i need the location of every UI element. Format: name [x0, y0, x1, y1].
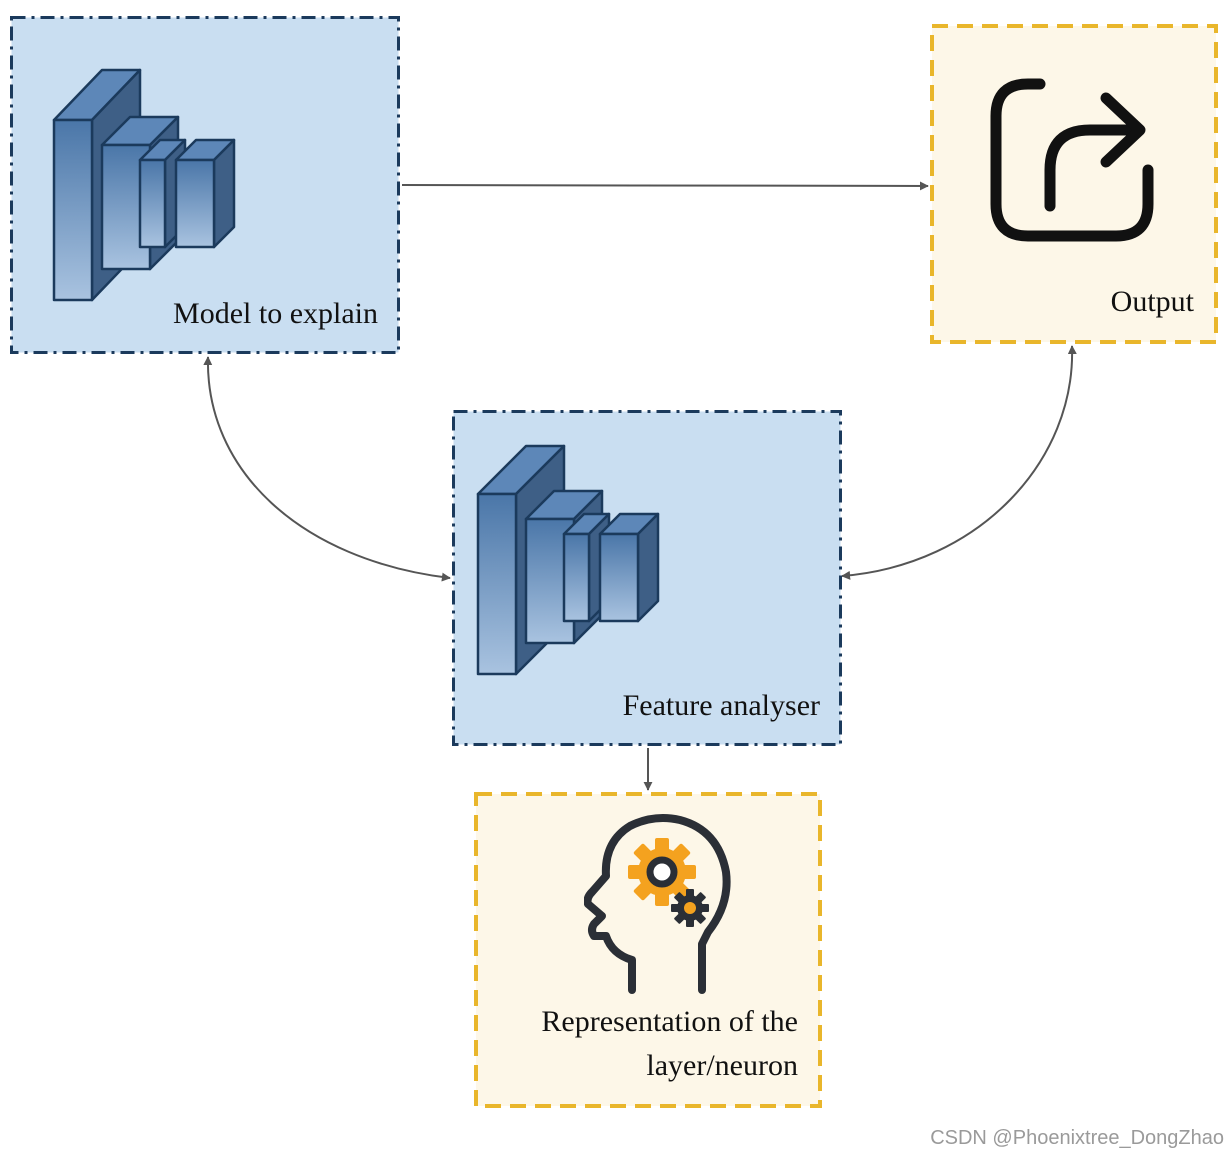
head-gears-icon	[584, 814, 731, 994]
output-label: Output	[1110, 285, 1194, 318]
model-node: Model to explain	[10, 16, 400, 354]
edge-output-analyser	[841, 345, 1077, 580]
output-node: Output	[930, 24, 1218, 344]
edge-model-analyser	[203, 356, 451, 582]
representation-node-border	[474, 792, 822, 1108]
model-label: Model to explain	[173, 297, 378, 330]
output-node-border	[930, 24, 1218, 344]
small-gear	[671, 889, 709, 927]
representation-label: Representation of the layer/neuron	[541, 1000, 798, 1087]
share-arrow-icon	[990, 78, 1154, 242]
cnn-layers-icon	[52, 68, 236, 302]
representation-node: Representation of the layer/neuron	[474, 792, 822, 1108]
large-gear	[628, 838, 696, 906]
analyser-label: Feature analyser	[622, 689, 820, 722]
watermark: CSDN @Phoenixtree_DongZhao	[930, 1127, 1224, 1149]
representation-label-line2: layer/neuron	[646, 1048, 798, 1082]
representation-label-line1: Representation of the	[541, 1005, 798, 1038]
analyser-node: Feature analyser	[452, 410, 842, 746]
cnn-layers-icon	[476, 444, 660, 676]
edge-model-to-output	[401, 181, 929, 191]
